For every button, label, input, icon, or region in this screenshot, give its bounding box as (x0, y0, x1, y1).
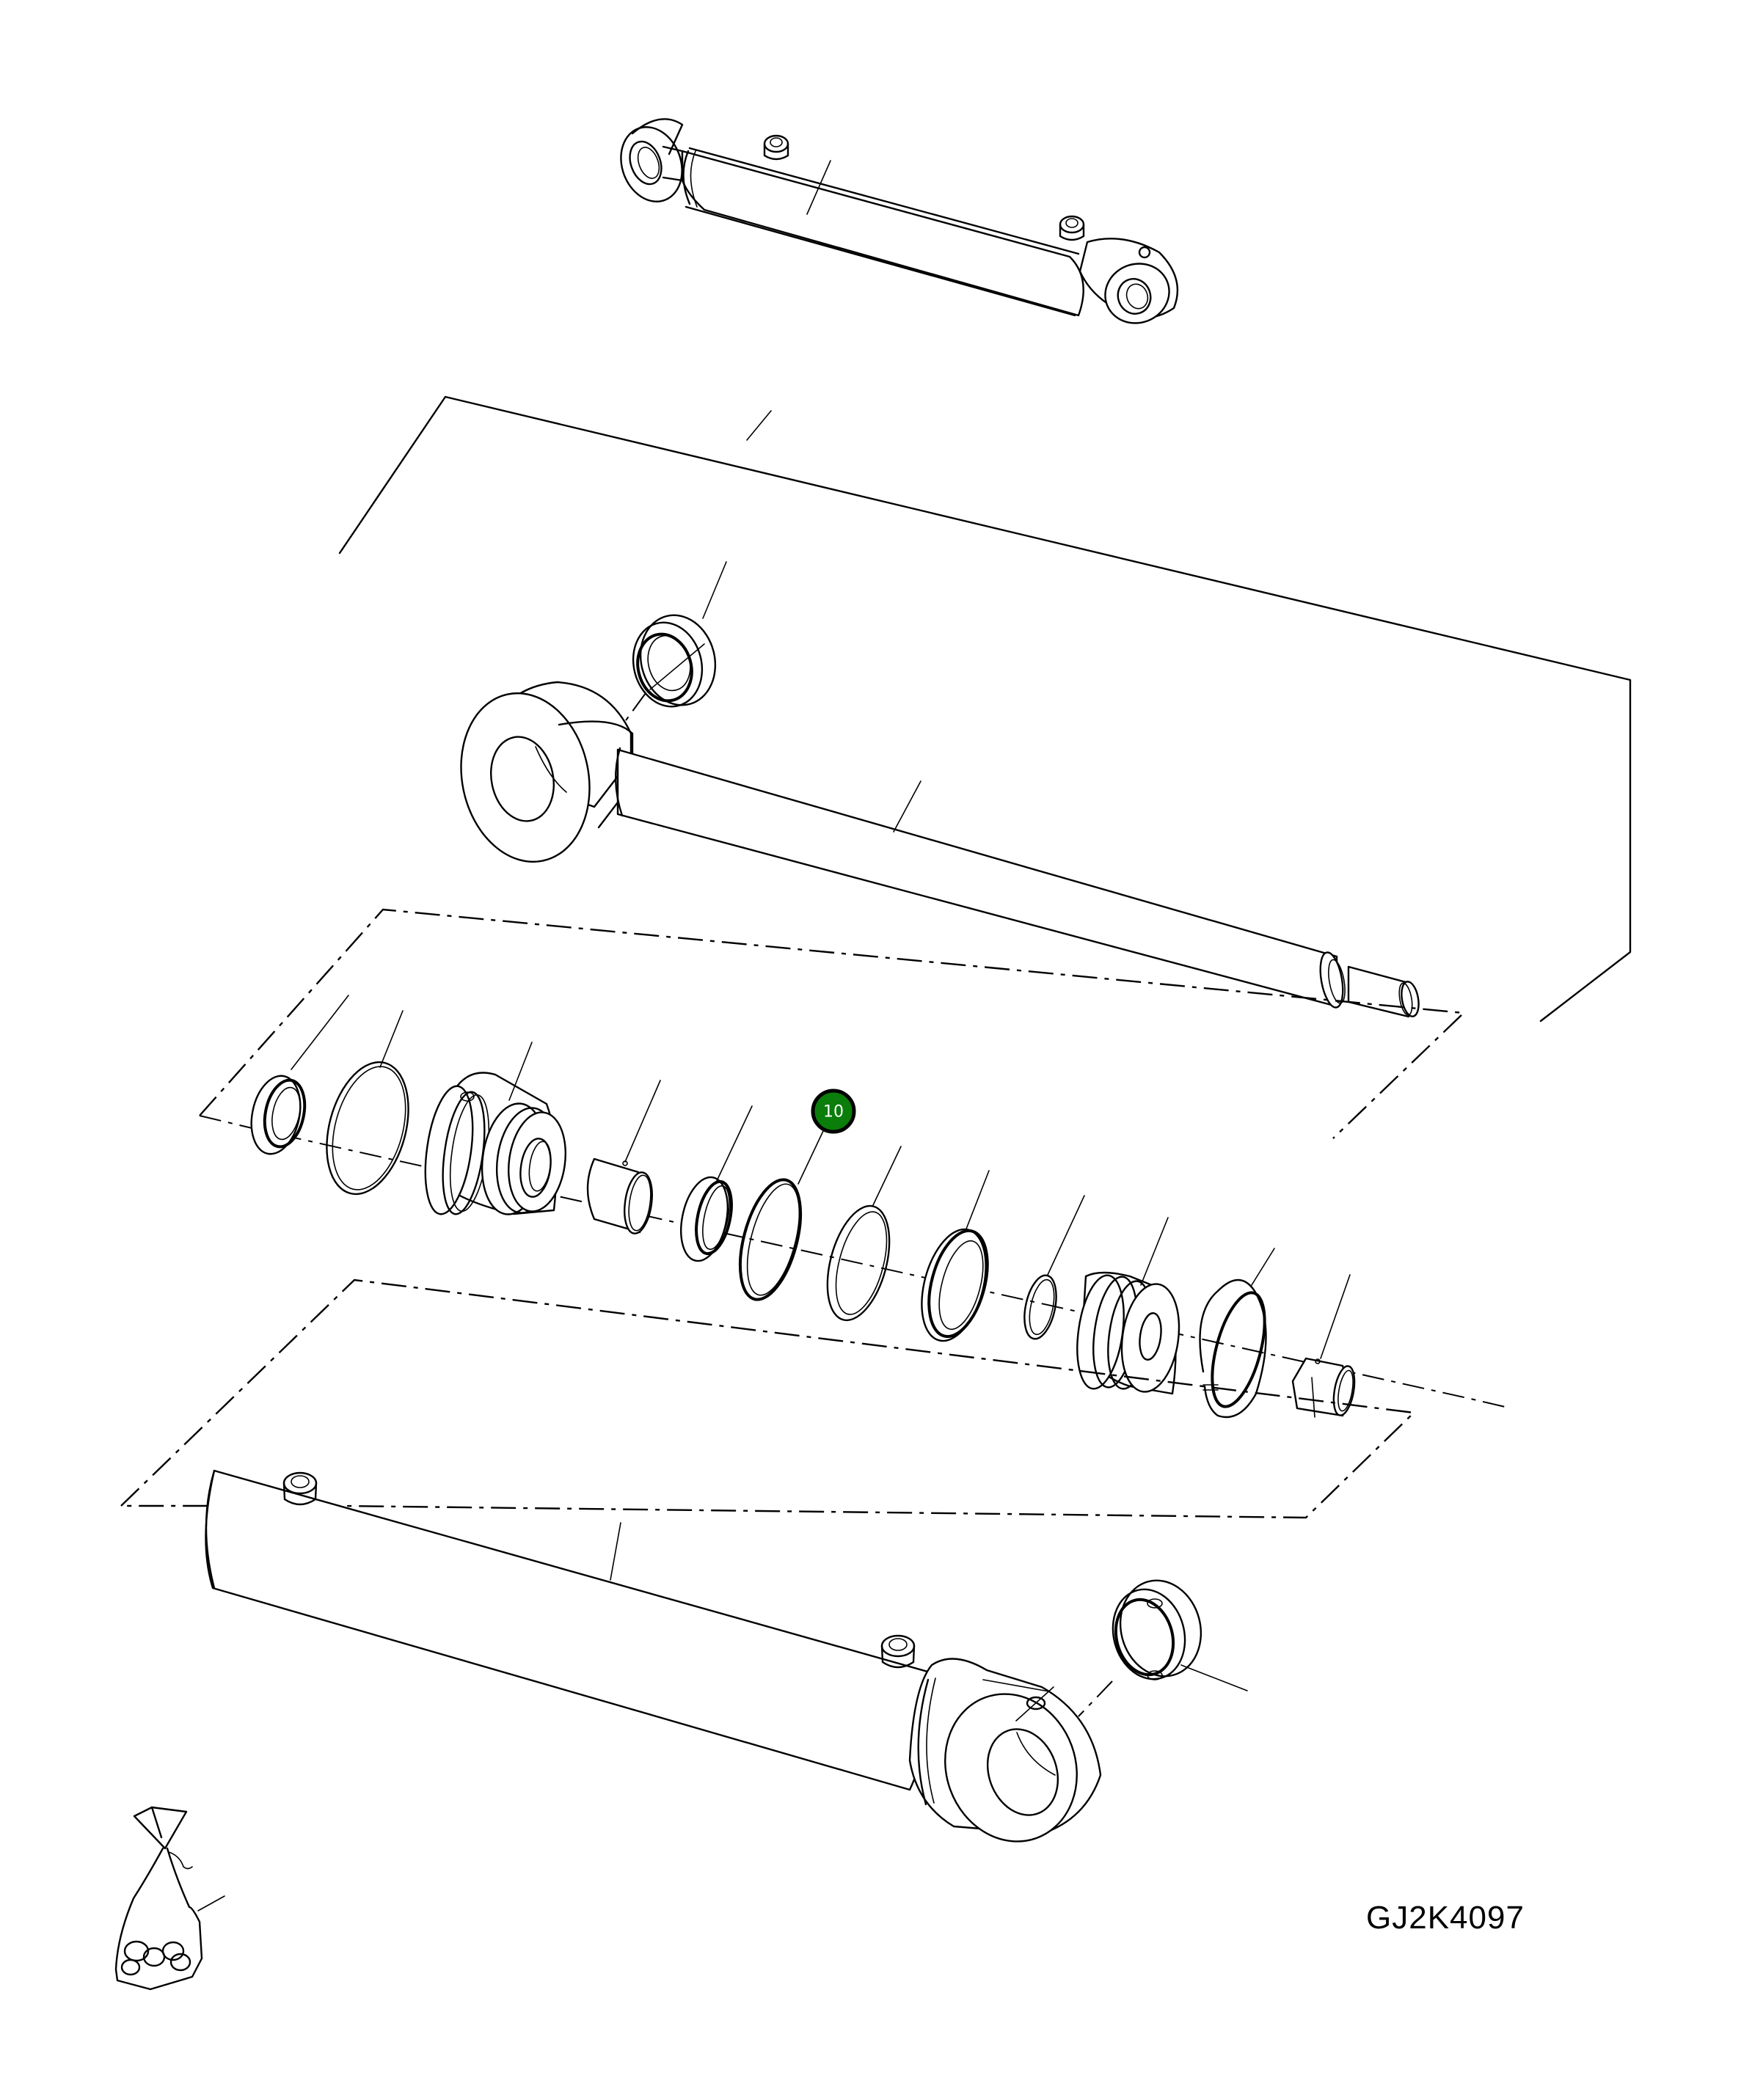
seal-kit-bag-icon (114, 1806, 225, 1991)
leader-line (1320, 1274, 1351, 1359)
cylinder-head (424, 1042, 567, 1215)
leader-line (291, 995, 349, 1070)
leader-line (197, 1895, 225, 1911)
leader-line (508, 1042, 533, 1101)
barrel (205, 1469, 1102, 1843)
complete-cylinder-assembly (620, 118, 1179, 324)
leader-line (610, 1522, 621, 1581)
leader-line (379, 1010, 404, 1068)
leader-line (965, 1170, 990, 1232)
rod-seal (680, 1105, 753, 1262)
leader-line (797, 1130, 824, 1185)
leader-line (1180, 1664, 1248, 1691)
piston-nut (1291, 1274, 1356, 1418)
leader-line (893, 780, 921, 833)
assembly-axis (199, 1115, 1512, 1409)
port-fitting-icon (1059, 215, 1085, 241)
buffer-seal (921, 1170, 990, 1342)
rod-eye-bushing (616, 561, 727, 734)
rod-assembly-bracket (338, 395, 1632, 1022)
leader-line (1047, 1195, 1085, 1276)
seal-kit-dashed-box (199, 908, 1466, 1139)
callout-10-button[interactable]: 10 (811, 1089, 856, 1134)
piston (1076, 1217, 1180, 1395)
o-ring-large (326, 1010, 409, 1196)
o-ring (738, 1130, 824, 1301)
leader-line (746, 410, 772, 441)
leader-line (715, 1105, 753, 1183)
leader-line (872, 1146, 902, 1206)
backup-ring (826, 1146, 902, 1322)
callout-10-label[interactable]: 10 (823, 1103, 844, 1122)
leader-line (702, 561, 727, 619)
callout-10-circle[interactable] (811, 1089, 856, 1134)
drawing-id-label: GJ2K4097 (1366, 1900, 1525, 1936)
wear-ring (1199, 1248, 1275, 1419)
spacer-sleeve (586, 1080, 661, 1234)
port-fitting-icon (282, 1471, 318, 1506)
port-fitting-icon (763, 134, 789, 161)
leader-line (1140, 1217, 1169, 1286)
leader-line (624, 1080, 661, 1163)
piston-rod (460, 681, 1420, 1018)
leader-line (806, 160, 831, 215)
wiper-seal (250, 995, 349, 1155)
small-o-ring (1023, 1195, 1085, 1340)
port-fitting-icon (880, 1634, 916, 1669)
barrel-bushing (1078, 1579, 1248, 1717)
leader-line (1251, 1248, 1275, 1286)
